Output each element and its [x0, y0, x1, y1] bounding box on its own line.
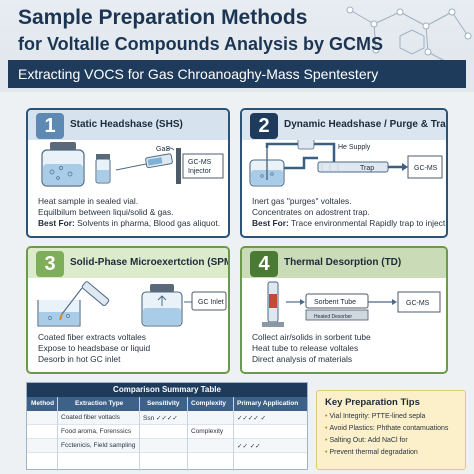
tip-item: •Prevent thermal degradation — [325, 449, 418, 456]
column-divider — [233, 397, 234, 471]
column-divider — [139, 397, 140, 471]
cell-sensitivity: Ssn ✓✓✓✓ — [143, 415, 178, 422]
description-line: Inert gas "purges" voltales. — [252, 196, 352, 206]
header: Sample Preparation Methods for Voltalle … — [0, 0, 474, 92]
best-for-line: Best For: Trace environmental Rapidly tr… — [252, 218, 445, 229]
table-row: Food aroma, Forenssics Complexity — [27, 425, 307, 439]
gcms-box-icon — [407, 155, 443, 179]
panel-title: Static Headshase (SHS) — [70, 119, 183, 130]
comparison-table: Comparison Summary Table Method Extracti… — [26, 382, 308, 471]
tip-text: Avoid Plastics: Phthate contamuations — [329, 425, 449, 432]
spme-fiber-syringe-icon — [59, 281, 110, 321]
thermal-desorption-illustration: Sorbent Tube Heated Desorber GC-MS — [262, 281, 441, 327]
purge-and-trap-illustration: He Supply Trap GC-MS — [249, 140, 443, 187]
column-header: Primary Application — [237, 400, 299, 407]
column-header: Method — [31, 400, 55, 407]
column-header: Complexity — [191, 400, 227, 407]
page-title-line-1: Sample Preparation Methods — [18, 6, 308, 29]
bullet-icon: • — [325, 449, 328, 456]
description-line: Equilbilum between liqui/solid & gas. — [38, 207, 174, 217]
description-line: Coated fiber extracts voltales — [38, 332, 146, 342]
best-for-text: Solvents in pharma, Blood gas aliquot. — [77, 218, 221, 228]
description-line: Expose to headsbase or liquid — [38, 343, 151, 353]
bullet-icon: • — [325, 437, 328, 444]
key-tips-box: Key Preparation Tips •Vial Integrity: PT… — [316, 390, 466, 470]
column-divider — [57, 397, 58, 471]
description-line: Desorb in hot GC inlet — [38, 354, 121, 364]
supply-label: He Supply — [338, 144, 371, 151]
step-number-badge: 3 — [36, 251, 64, 277]
table-header-row: Method Extraction Type Sensitivity Compl… — [27, 397, 307, 411]
best-for-label: Best For: — [252, 218, 289, 228]
cell-complexity: Complexity — [191, 428, 224, 435]
cell-application: ✓✓ ✓✓ — [237, 443, 261, 450]
panel-title: Thermal Desorption (TD) — [284, 257, 402, 268]
best-for-line: Best For: Solvents in pharma, Blood gas … — [38, 218, 220, 229]
best-for-label: Best For: — [38, 218, 75, 228]
cell-extraction: Fcctenicis, Field sampling — [61, 442, 136, 449]
subtitle-band: Extracting VOCS for Gas Chroanoaghy-Mass… — [8, 60, 466, 88]
gcms-injector-icon — [176, 148, 224, 184]
purge-vessel-icon — [249, 148, 285, 187]
tip-text: Vial Integrity: PTTE-lined sepla — [329, 413, 426, 420]
step-number-badge: 1 — [36, 113, 64, 139]
cell-application: ✓✓✓✓ ✓ — [237, 415, 267, 422]
instrument-label-line-1: GC-MS — [188, 159, 212, 166]
table-title: Comparison Summary Table — [27, 383, 307, 397]
valve-icon — [297, 140, 315, 150]
instrument-label: GC-MS — [406, 300, 430, 307]
beaker-icon — [37, 300, 81, 327]
tip-item: •Avoid Plastics: Phthate contamuations — [325, 425, 448, 432]
description-line: Heat tube to release voltales — [252, 343, 359, 353]
inlet-label: GC Inlet — [198, 299, 224, 306]
tip-text: Prevent thermal degradation — [329, 449, 418, 456]
sorbent-tube-holder-icon — [262, 281, 284, 327]
description-line: Concentrates on adostrent trap. — [252, 207, 370, 217]
panel-spme: 3 Solid-Phase Microexertction (SPME GC I… — [26, 246, 230, 374]
vial-icon — [95, 154, 111, 184]
gas-label: GaS — [156, 146, 170, 153]
cell-extraction: Coated fiber voltacls — [61, 414, 120, 421]
page-title-line-2: for Voltalle Compounds Analysis by GCMS — [18, 34, 384, 54]
step-number-badge: 4 — [250, 251, 278, 277]
sample-jar-icon — [41, 142, 85, 187]
tip-item: •Vial Integrity: PTTE-lined sepla — [325, 413, 425, 420]
heated-desorber-icon — [305, 293, 369, 321]
trap-icon — [317, 161, 389, 173]
panel-title: Dynamic Headshase / Purge & Trap (P&T) — [284, 119, 446, 130]
sample-bottle-icon — [141, 284, 183, 327]
step-number-badge: 2 — [250, 113, 278, 139]
syringe-icon — [115, 147, 175, 171]
tip-text: Salting Out: Add NaCl for — [329, 437, 408, 444]
trap-label: Trap — [360, 165, 374, 172]
column-header: Extraction Type — [75, 400, 124, 407]
panel-dynamic-headspace: 2 Dynamic Headshase / Purge & Trap (P&T)… — [240, 108, 448, 238]
best-for-text: Trace environmental Rapidly trap to inje… — [290, 218, 446, 228]
column-header: Sensitivity — [147, 400, 180, 407]
instrument-label: GC-MS — [414, 165, 438, 172]
page-subtitle: Extracting VOCS for Gas Chroanoaghy-Mass… — [18, 66, 379, 82]
spme-illustration: GC Inlet — [37, 281, 227, 327]
instrument-label-line-2: Injector — [188, 168, 212, 175]
panel-static-headspace: 1 Static Headshase (SHS) GaS — [26, 108, 230, 238]
bullet-icon: • — [325, 413, 328, 420]
cell-extraction: Food aroma, Forenssics — [61, 428, 132, 435]
desorber-label: Heated Desorber — [314, 314, 352, 320]
description-line: Collect air/solids in sorbent tube — [252, 332, 371, 342]
tips-title: Key Preparation Tips — [325, 397, 420, 408]
description-line: Direct analysis of materials — [252, 354, 353, 364]
gcms-box-icon — [397, 291, 441, 313]
static-headspace-illustration: GaS GC-MS Injector — [41, 142, 224, 187]
tube-label: Sorbent Tube — [314, 299, 356, 306]
description-line: Heat sample in sealed vial. — [38, 196, 139, 206]
column-divider — [187, 397, 188, 471]
panel-title: Solid-Phase Microexertction (SPME — [70, 257, 230, 268]
table-row: Coated fiber voltacls Ssn ✓✓✓✓ ✓✓✓✓ ✓ — [27, 411, 307, 425]
tip-item: •Salting Out: Add NaCl for — [325, 437, 408, 444]
panel-thermal-desorption: 4 Thermal Desorption (TD) Sorbent Tube H… — [240, 246, 448, 374]
table-row: Fcctenicis, Field sampling ✓✓ ✓✓ — [27, 439, 307, 453]
bullet-icon: • — [325, 425, 328, 432]
gc-inlet-icon — [191, 291, 227, 311]
